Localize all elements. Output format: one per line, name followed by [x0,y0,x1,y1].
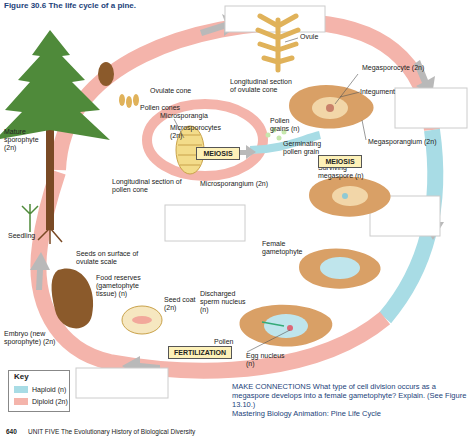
part-label: Longitudinal section of pollen cone [112,178,182,194]
part-label: Female gametophyte [262,240,312,256]
tree-trunk [46,120,54,230]
part-label: Microsporocytes (2n) [170,124,220,140]
legend-row: Haploid (n) [14,386,66,393]
legend-text: Diploid (2n) [32,398,68,405]
part-label: Egg nucleus (n) [246,352,286,368]
stage-text: MEIOSIS [325,158,354,166]
part-label: Key [14,373,54,381]
part-label: Longitudinal section of ovulate cone [230,78,292,94]
pollen-loop [147,104,263,176]
part-label: Food reserves (gametophyte tissue) (n) [96,274,156,298]
cycle-arrow [30,252,50,290]
part-label: Microsporangium (2n) [200,180,290,188]
part-label: Mastering Biology Animation: Pine Life C… [232,410,468,418]
embryo [132,316,152,324]
part-label: Mature sporophyte (2n) [4,128,44,152]
blank-box [76,368,168,398]
blank-box [225,6,325,32]
part-label: Megasporocyte (2n) [362,64,442,72]
part-label: Ovule [300,33,340,41]
part-label: Discharged sperm nucleus (n) [200,290,250,314]
legend-row: Diploid (2n) [14,398,68,405]
stage-box: MEIOSIS [318,155,362,168]
diploid-band [58,22,432,170]
ovulate-cone [98,62,114,86]
part-label: Seeds on surface of ovulate scale [76,250,156,266]
leader-lines [174,38,366,352]
stage-box: MEIOSIS [196,147,240,160]
stage-text: MEIOSIS [203,150,232,158]
part-label: Integument [360,88,410,96]
part-label: Embryo (new sporophyte) (2n) [4,330,59,346]
ovule [309,177,391,217]
part-label: Seedling [8,232,48,240]
part-label: Seed coat (2n) [164,296,200,312]
part-label: Germinating pollen grain [283,140,331,156]
stage-box: FERTILIZATION [168,346,232,359]
part-label: UNIT FIVE The Evolutionary History of Bi… [28,428,348,436]
pollen-cones [119,94,139,108]
part-label: 640 [6,428,26,436]
part-label: Pollen grains (n) [270,117,308,133]
ovule [239,305,332,347]
part-label: Megasporangium (2n) [368,138,448,146]
legend-swatch [14,398,28,405]
tree-roots [38,228,62,244]
part-label: Microsporangia [160,112,220,120]
figure-title: Figure 30.6 The life cycle of a pine. [4,1,136,10]
tree-foliage [0,30,110,140]
blank-box [395,88,467,128]
part-label: Pollen cones [140,104,190,112]
legend-swatch [14,386,28,393]
ovulate-cone-section [258,16,298,70]
stage-text: FERTILIZATION [174,349,226,357]
seed-section [122,306,162,334]
seed-on-scale [52,268,94,328]
blank-box [165,205,245,241]
seedling [22,204,38,232]
part-label: Ovulate cone [150,87,200,95]
part-label: MAKE CONNECTIONS What type of cell divis… [232,382,468,409]
legend-text: Haploid (n) [32,386,66,393]
ovule [299,249,381,289]
